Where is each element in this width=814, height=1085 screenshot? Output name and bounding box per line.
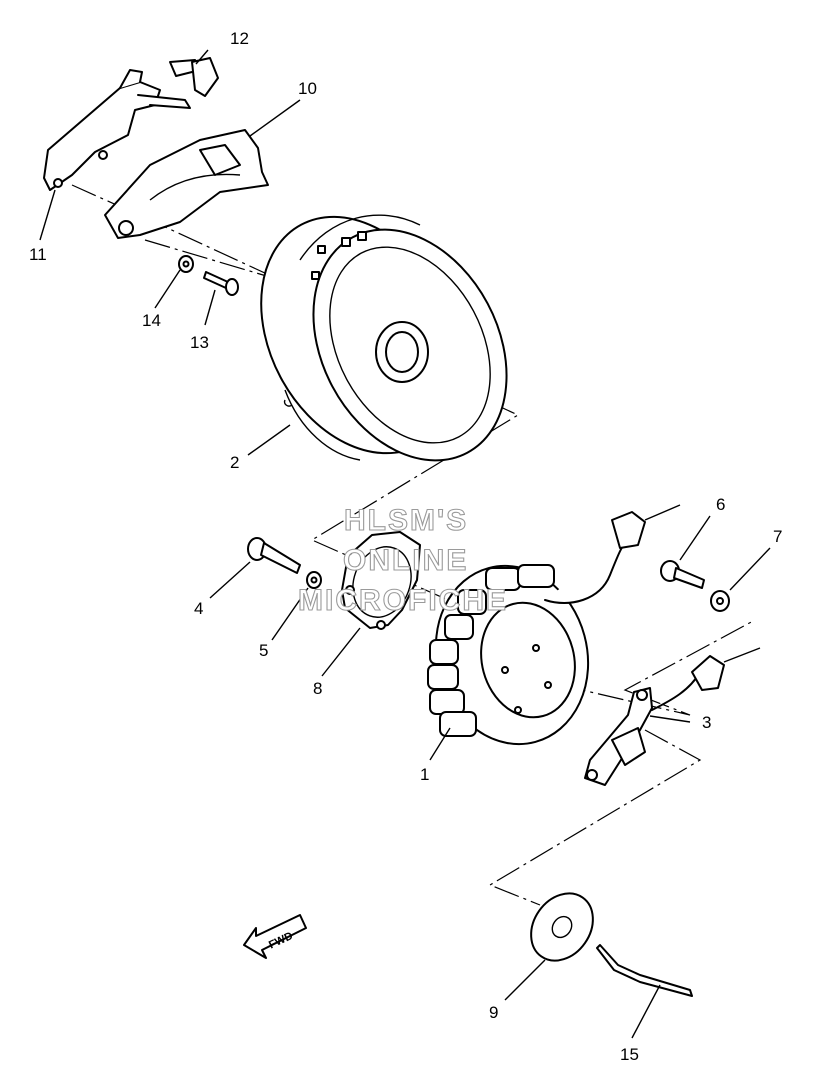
part-3-pickup-coil	[584, 647, 761, 786]
leader-lines	[39, 49, 771, 1039]
part-8-plate	[341, 531, 421, 630]
part-1-stator	[427, 504, 681, 746]
callout-6: 6	[716, 495, 725, 514]
callout-11: 11	[29, 245, 47, 264]
callout-numbers: 12 10 11 14 13 2 6 7 4 5 8 3 1 9 15	[29, 29, 782, 1064]
callout-9: 9	[489, 1003, 498, 1022]
callout-5: 5	[259, 641, 268, 660]
callout-15: 15	[620, 1045, 639, 1064]
callout-8: 8	[313, 679, 322, 698]
part-11-bracket	[43, 69, 191, 191]
callout-2: 2	[230, 453, 239, 472]
part-13-screw	[203, 271, 239, 296]
part-5-washer	[306, 571, 322, 589]
callout-10: 10	[298, 79, 317, 98]
watermark-line-2: ONLINE	[343, 544, 468, 577]
callout-7: 7	[773, 527, 782, 546]
watermark-line-1: HLSM'S	[344, 504, 468, 537]
callout-3: 3	[702, 713, 711, 732]
part-2-flywheel-rotor	[260, 214, 508, 462]
part-6-bolt	[660, 560, 705, 589]
watermark: HLSM'S ONLINE MICROFICHE	[297, 503, 508, 617]
callout-1: 1	[420, 765, 429, 784]
part-14-washer	[178, 255, 194, 273]
callout-12: 12	[230, 29, 249, 48]
callout-13: 13	[190, 333, 209, 352]
callout-14: 14	[142, 311, 161, 330]
part-4-bolt	[247, 537, 301, 574]
part-10-cover	[104, 129, 269, 239]
callout-4: 4	[194, 599, 203, 618]
part-7-washer	[710, 590, 730, 612]
watermark-line-3: MICROFICHE	[298, 584, 508, 617]
part-9-washer	[530, 892, 594, 962]
part-15-pin	[596, 944, 693, 997]
forward-arrow-icon: FWD	[243, 914, 307, 959]
part-12-cap	[169, 57, 219, 97]
